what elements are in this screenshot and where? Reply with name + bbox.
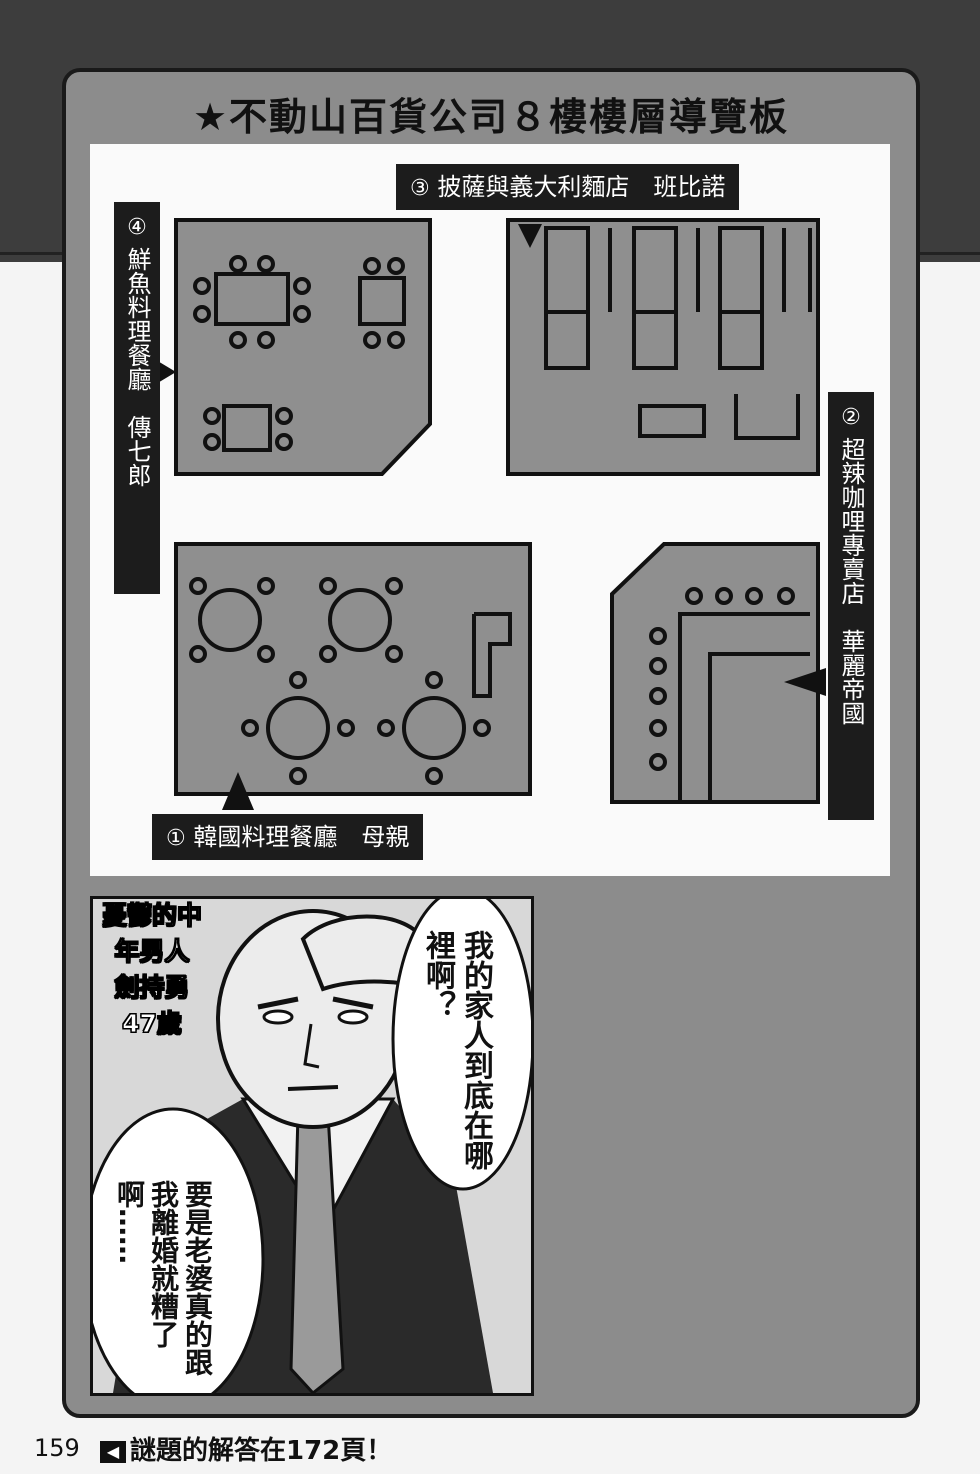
character-age: 47歲	[122, 1009, 183, 1039]
character-name: 劍持勇	[114, 973, 190, 1003]
floor-map	[156, 218, 826, 810]
room-korean-restaurant	[174, 542, 532, 796]
label-text: 超辣咖哩專賣店 華麗帝國	[837, 437, 865, 725]
label-number: ②	[841, 405, 861, 430]
pointer-r1	[222, 772, 254, 810]
floor-guide-title: ★不動山百貨公司８樓樓層導覽板	[192, 95, 790, 139]
speech-bubble-2: 要是老婆真的跟我離婚就糟了啊……	[113, 1180, 214, 1376]
left-arrow-icon: ◀	[100, 1440, 126, 1463]
label-restaurant-3: ③ 披薩與義大利麵店 班比諾	[396, 164, 740, 210]
label-number: ①	[166, 826, 186, 851]
character-caption: 憂鬱的中年男人 劍持勇 47歲	[92, 898, 212, 1042]
comic-panel	[90, 896, 534, 1396]
room-fish-restaurant	[174, 218, 432, 476]
pointer-r3	[518, 224, 542, 248]
answer-hint-text: 謎題的解答在172頁！	[130, 1436, 393, 1466]
room-curry-restaurant	[610, 542, 820, 804]
caption-line: 憂鬱的中年男人	[101, 901, 202, 967]
pointer-r4	[156, 360, 176, 384]
label-restaurant-2: ② 超辣咖哩專賣店 華麗帝國	[828, 392, 874, 820]
room-pizza-restaurant	[506, 218, 820, 476]
page-number: 159	[34, 1434, 80, 1462]
answer-hint: ◀謎題的解答在172頁！	[100, 1430, 392, 1467]
label-text: 鮮魚料理餐廳 傳七郎	[123, 247, 151, 487]
speech-bubble-1: 我的家人到底在哪裡啊？	[420, 930, 493, 1170]
label-text: 韓國料理餐廳 母親	[193, 823, 410, 851]
room1-tables	[189, 577, 491, 785]
label-restaurant-4: ④ 鮮魚料理餐廳 傳七郎	[114, 202, 160, 594]
character-illustration	[93, 899, 531, 1393]
pointer-r2	[784, 668, 826, 696]
room2-counter	[649, 587, 810, 800]
label-number: ③	[410, 176, 430, 201]
label-restaurant-1: ① 韓國料理餐廳 母親	[152, 814, 424, 860]
room3-booths	[544, 226, 812, 440]
label-number: ④	[127, 215, 147, 240]
label-text: 披薩與義大利麵店 班比諾	[437, 173, 726, 201]
room4-tables	[193, 255, 406, 452]
